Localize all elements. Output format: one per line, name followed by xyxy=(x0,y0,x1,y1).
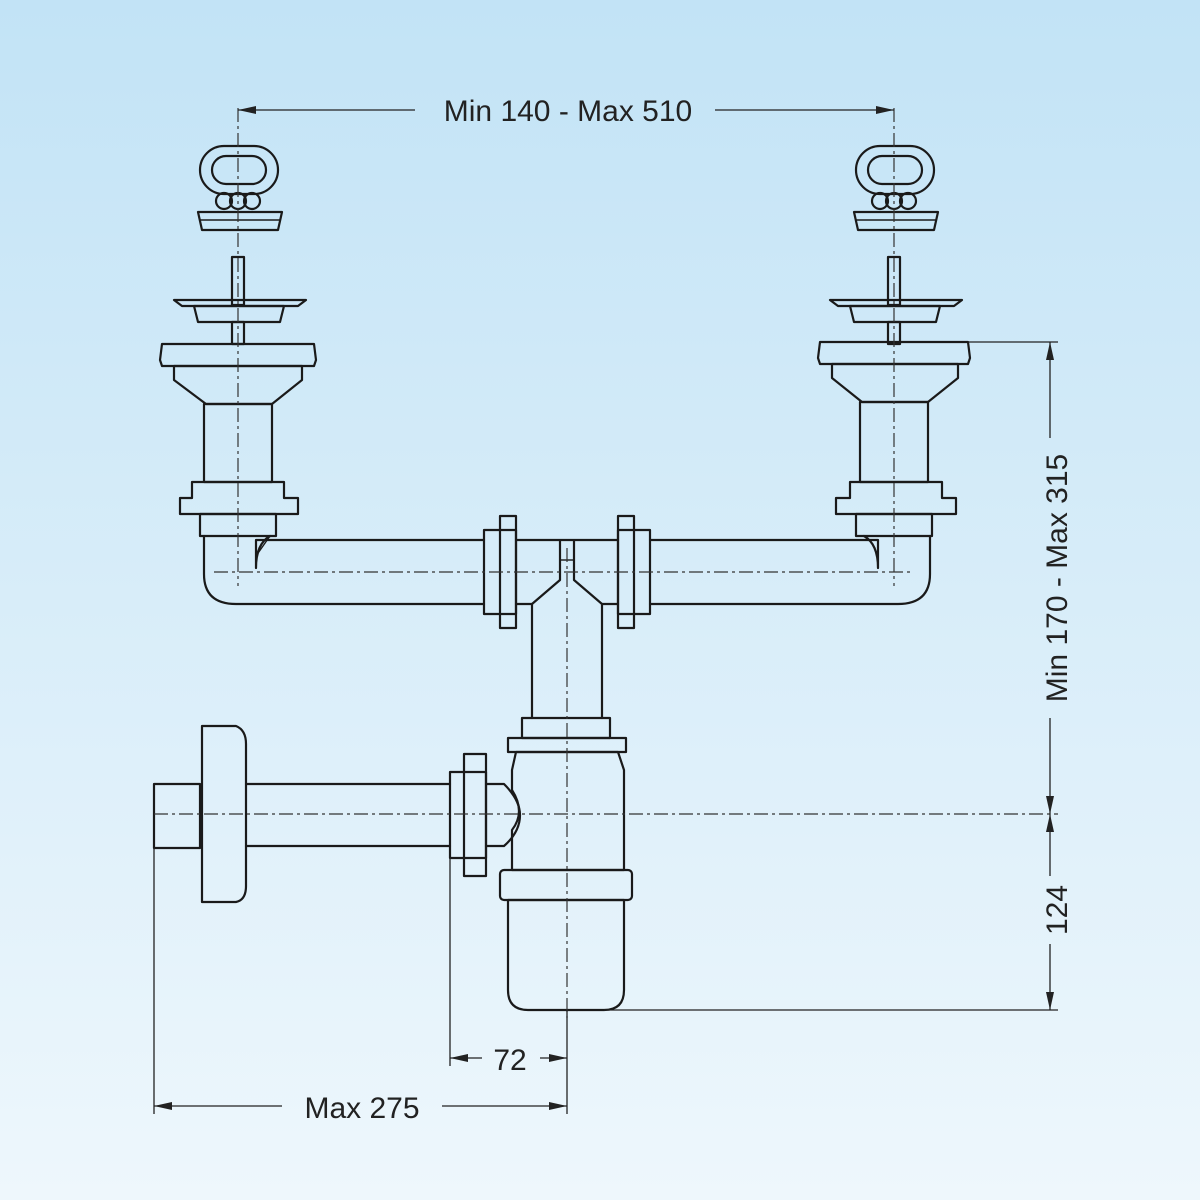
dimension-right-height: Min 170 - Max 315 xyxy=(968,341,1074,814)
dimension-bottom-reach: Max 275 xyxy=(153,848,568,1125)
dimension-bottom-reach-label: Max 275 xyxy=(304,1092,419,1125)
dimension-top-span: Min 140 - Max 510 xyxy=(238,95,894,128)
dimension-right-lower-label: 124 xyxy=(1041,885,1074,935)
dimension-top-span-label: Min 140 - Max 510 xyxy=(444,95,692,128)
dimension-right-lower: 124 xyxy=(604,814,1074,1011)
wall-outlet-pipe xyxy=(152,724,522,904)
right-stopper-handle xyxy=(852,144,940,232)
dimension-bottom-offset-label: 72 xyxy=(493,1044,526,1077)
center-lines xyxy=(154,108,1058,1018)
right-elbow xyxy=(648,534,932,606)
dimension-right-height-label: Min 170 - Max 315 xyxy=(1041,454,1074,702)
dimension-bottom-offset: 72 xyxy=(449,858,567,1077)
